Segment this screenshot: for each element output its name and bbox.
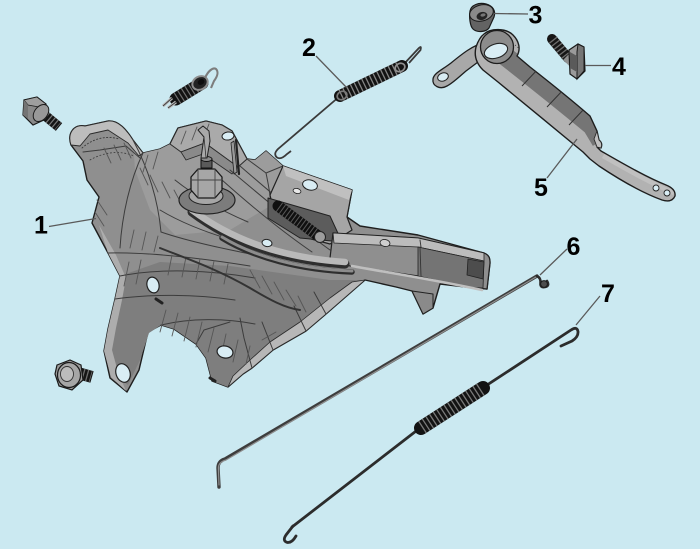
svg-text:4: 4 <box>612 53 626 81</box>
svg-text:3: 3 <box>529 2 543 30</box>
svg-text:1: 1 <box>34 212 48 240</box>
svg-text:5: 5 <box>534 174 548 202</box>
svg-text:6: 6 <box>567 233 581 261</box>
svg-text:7: 7 <box>601 280 615 308</box>
svg-text:2: 2 <box>302 34 316 62</box>
